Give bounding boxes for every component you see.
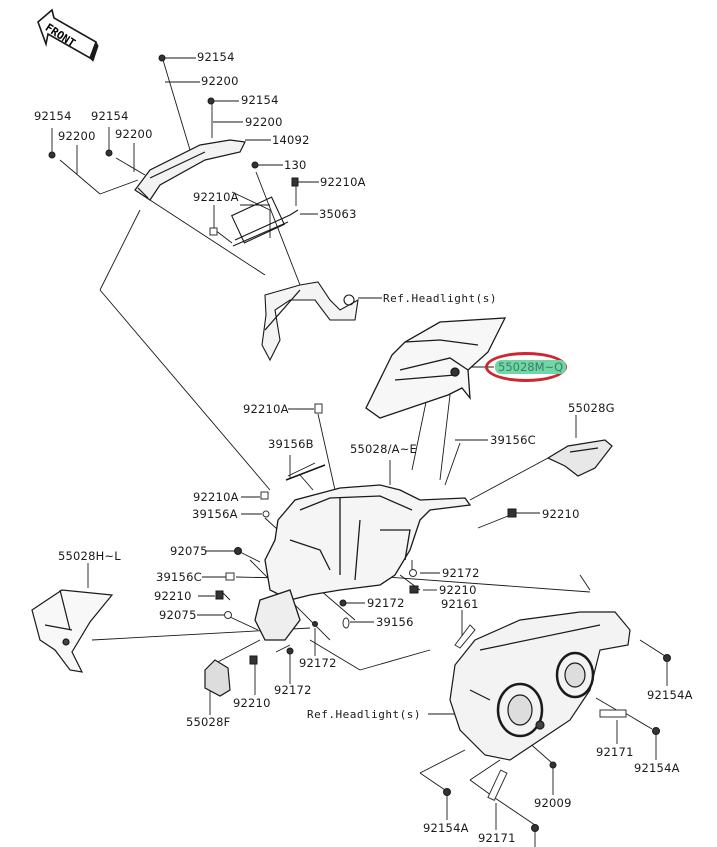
part-label: 35063 [319, 207, 357, 221]
part-label: 92009 [534, 796, 572, 810]
part-label: 55028F [186, 715, 231, 729]
part-label: 92200 [201, 74, 239, 88]
part-label: 92154 [197, 50, 235, 64]
part-label: 92210 [439, 583, 477, 597]
headlight-stay [230, 196, 359, 362]
part-label: 55028H~L [58, 549, 121, 563]
part-label: 92210 [154, 589, 192, 603]
reference-label: Ref.Headlight(s) [383, 292, 497, 305]
reference-label: Ref.Headlight(s) [307, 708, 421, 721]
part-label: 39156B [268, 437, 314, 451]
windscreen-55028h-l [31, 589, 114, 673]
side-cowl-55028m-q [365, 317, 507, 419]
part-label: 92161 [441, 597, 479, 611]
part-label: 92210A [193, 190, 239, 204]
bracket-14092 [134, 139, 246, 201]
part-label: 92154 [34, 109, 72, 123]
part-label: 130 [284, 158, 307, 172]
fasteners [48, 54, 671, 832]
part-label: 92171 [596, 745, 634, 759]
part-label: 92075 [170, 544, 208, 558]
part-label: 92154 [91, 109, 129, 123]
trim-39156b [285, 464, 326, 481]
part-label: 92200 [115, 127, 153, 141]
part-label: 92200 [245, 115, 283, 129]
upper-cowl-55028 [254, 289, 472, 641]
part-label: 92200 [58, 129, 96, 143]
part-label: 55028G [568, 401, 615, 415]
part-label: 92172 [299, 656, 337, 670]
part-label: 92172 [274, 683, 312, 697]
cover-55028f [204, 659, 231, 697]
part-label: 92075 [159, 608, 197, 622]
front-arrow-icon [37, 8, 99, 62]
part-label: 55028/A~E [350, 442, 418, 456]
inner-cover-55028g [546, 439, 613, 477]
part-label: 39156 [376, 615, 414, 629]
part-label: 92154A [647, 688, 693, 702]
part-label: 92154A [634, 761, 680, 775]
highlighted-part-number: 55028M~Q [495, 360, 567, 374]
headlight-assembly [449, 611, 631, 761]
part-label: 92172 [367, 596, 405, 610]
highlighted-part-label[interactable]: 55028M~Q [485, 352, 567, 382]
part-label: 92210 [542, 507, 580, 521]
part-label: 14092 [272, 133, 310, 147]
part-label: 39156C [490, 433, 536, 447]
part-label: 92154A [423, 821, 469, 835]
part-label: 92171 [478, 831, 516, 845]
part-label: 92210A [193, 490, 239, 504]
part-label: 92210 [233, 696, 271, 710]
part-label: 92154 [241, 93, 279, 107]
part-label: 92210A [243, 402, 289, 416]
part-label: 92210A [320, 175, 366, 189]
part-label: 39156C [156, 570, 202, 584]
part-label: 92172 [442, 566, 480, 580]
part-label: 39156A [192, 507, 238, 521]
leader-lines [51, 57, 668, 847]
